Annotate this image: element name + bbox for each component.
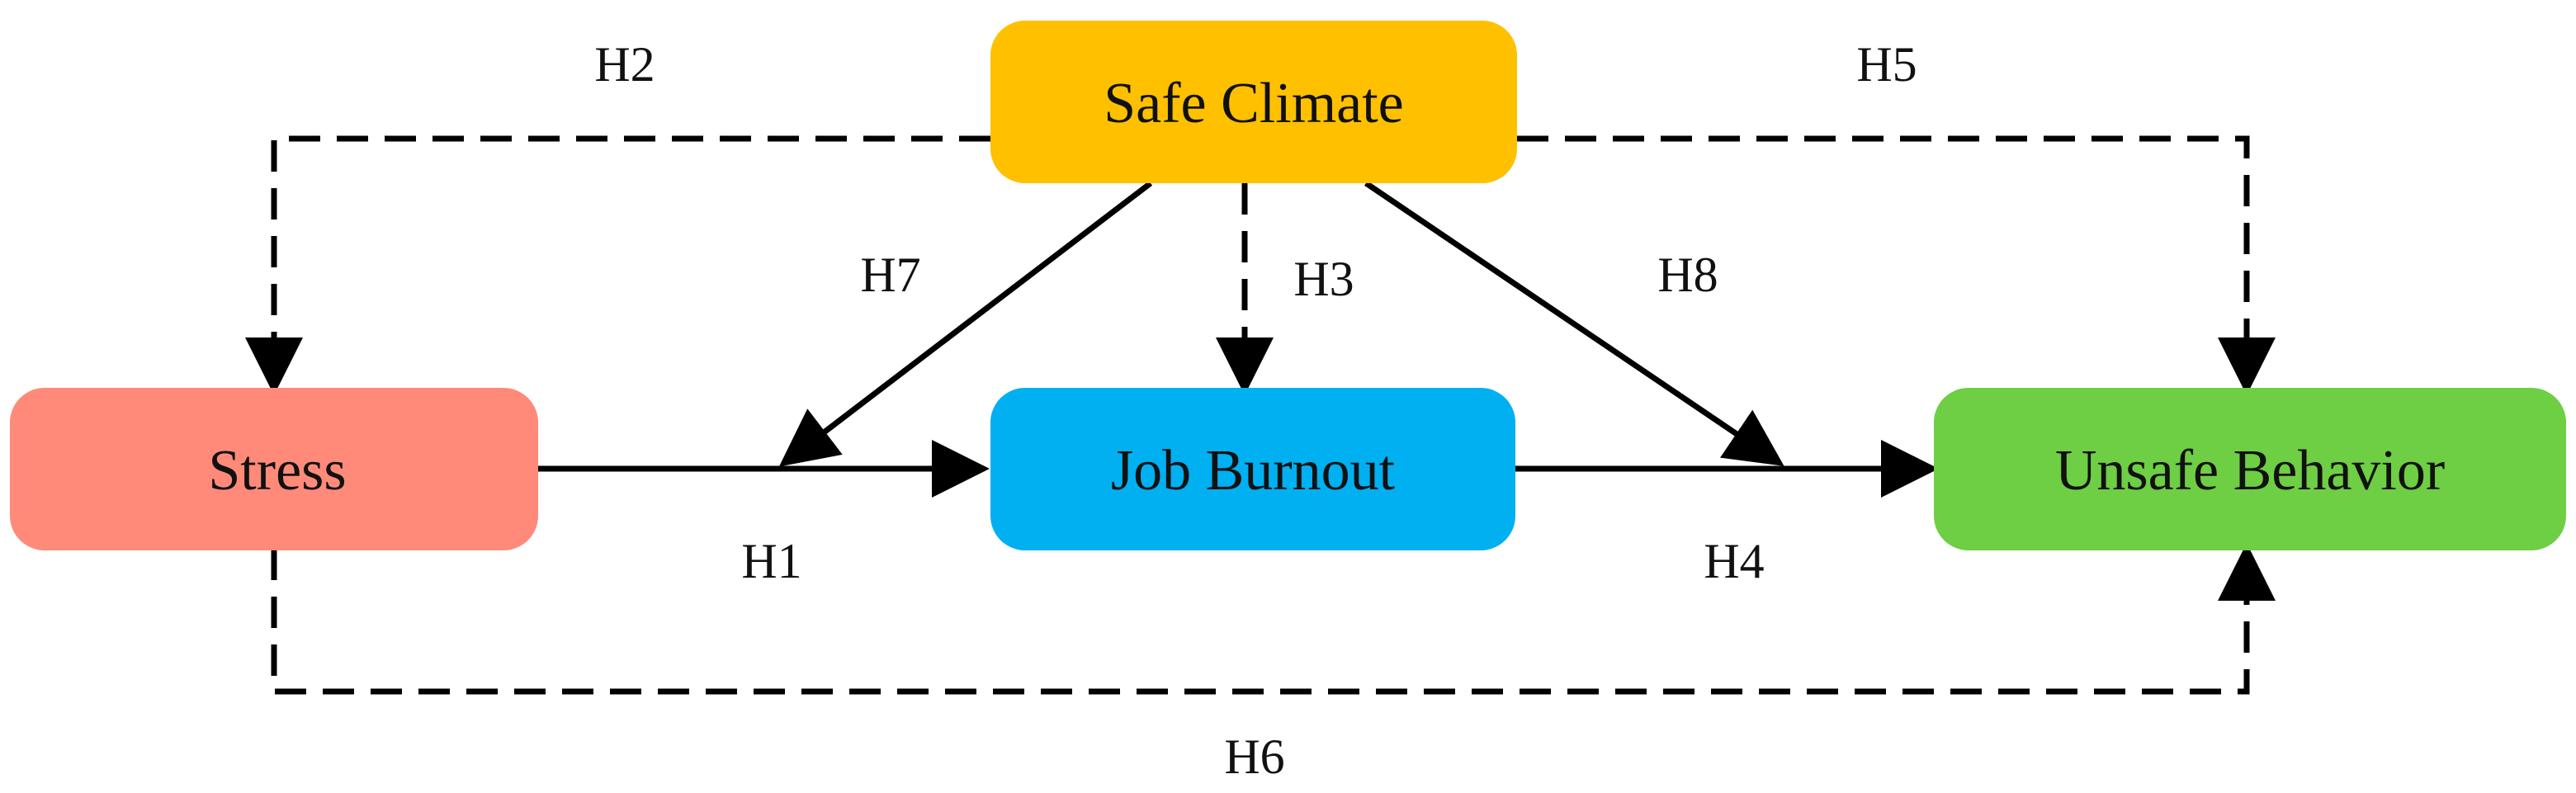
edge-h8 xyxy=(1364,181,1784,466)
edges xyxy=(245,135,2276,695)
label-h1: H1 xyxy=(741,534,801,588)
edge-h6 xyxy=(271,543,2276,695)
label-h8: H8 xyxy=(1657,248,1718,302)
label-h6: H6 xyxy=(1224,729,1284,784)
node-safe-climate-label: Safe Climate xyxy=(1104,72,1404,135)
node-stress-box xyxy=(10,388,538,550)
edge-h5 xyxy=(1517,135,2276,395)
hypothesis-labels: H2 H5 H7 H3 H8 H1 H4 H6 xyxy=(594,37,1917,784)
edge-h2 xyxy=(245,135,990,395)
node-safe-climate: Safe Climate xyxy=(990,21,1517,183)
label-h3: H3 xyxy=(1293,252,1354,306)
node-job-burnout: Job Burnout xyxy=(990,388,1515,550)
node-stress-label: Stress xyxy=(208,439,346,503)
node-safe-climate-box xyxy=(990,21,1517,183)
node-unsafe-behavior-label: Unsafe Behavior xyxy=(2055,439,2445,503)
node-stress: Stress xyxy=(10,388,538,550)
node-unsafe-behavior-box xyxy=(1934,388,2566,550)
node-job-burnout-label: Job Burnout xyxy=(1111,439,1396,503)
node-unsafe-behavior: Unsafe Behavior xyxy=(1934,388,2566,550)
label-h4: H4 xyxy=(1704,534,1764,588)
node-job-burnout-box xyxy=(990,388,1515,550)
label-h5: H5 xyxy=(1856,37,1917,92)
label-h2: H2 xyxy=(594,37,655,92)
edge-h7 xyxy=(778,181,1153,467)
label-h7: H7 xyxy=(860,248,920,302)
